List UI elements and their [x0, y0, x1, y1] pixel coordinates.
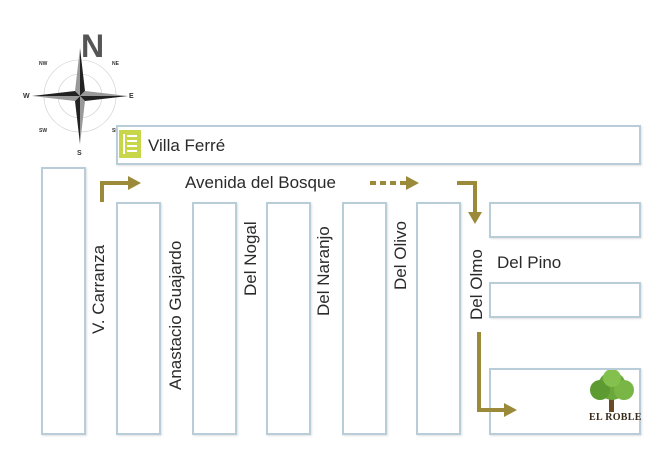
el-roble-logo-text: EL ROBLE — [589, 412, 642, 423]
street-del-naranjo: Del Naranjo — [314, 226, 333, 316]
block-6 — [416, 202, 461, 435]
block-right-top — [489, 202, 641, 238]
block-2 — [116, 202, 161, 435]
compass-south-label: S — [77, 150, 82, 157]
street-del-pino: Del Pino — [497, 253, 562, 272]
block-3 — [192, 202, 237, 435]
compass-east-label: E — [129, 93, 134, 100]
street-del-olivo: Del Olivo — [391, 221, 410, 290]
street-v-carranza: V. Carranza — [89, 244, 108, 334]
block-5 — [342, 202, 387, 435]
block-4 — [266, 202, 311, 435]
park-label: Villa Ferré — [148, 136, 226, 155]
block-right-middle — [489, 282, 641, 318]
compass-nw-label: NW — [39, 61, 48, 67]
block-1 — [41, 167, 86, 435]
park-icon — [119, 130, 141, 158]
compass-rose-icon: N S E W NW NE SW SE — [18, 14, 142, 160]
street-avenida-del-bosque: Avenida del Bosque — [185, 173, 336, 192]
compass-west-label: W — [23, 93, 30, 100]
compass-north-label: N — [81, 28, 105, 64]
street-del-nogal: Del Nogal — [241, 221, 260, 296]
street-anastacio-guajardo: Anastacio Guajardo — [166, 240, 185, 390]
compass-ne-label: NE — [112, 61, 119, 67]
street-del-olmo: Del Olmo — [467, 249, 486, 320]
block-villa-ferre — [116, 125, 641, 165]
tree-icon — [588, 369, 636, 414]
compass-se-label: SE — [112, 128, 119, 134]
compass-sw-label: SW — [39, 128, 48, 134]
